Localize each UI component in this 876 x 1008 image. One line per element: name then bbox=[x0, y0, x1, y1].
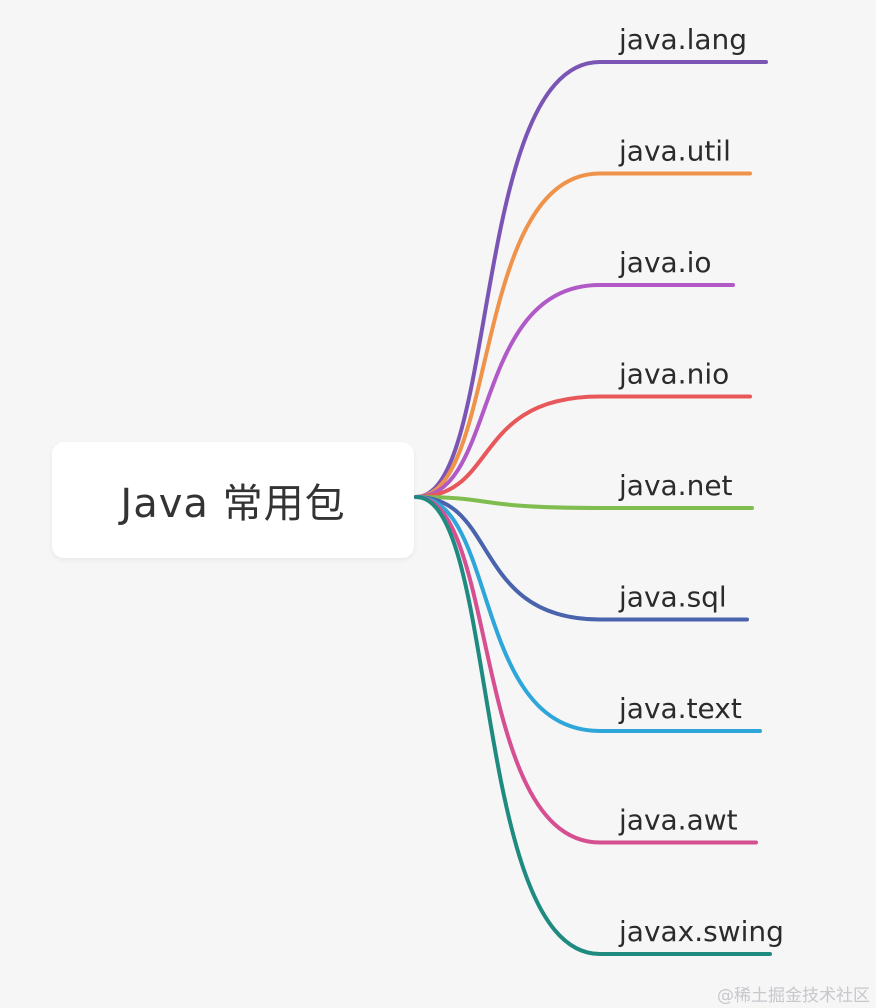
branch-label-8[interactable]: javax.swing bbox=[618, 915, 784, 948]
branch-line-8 bbox=[414, 495, 772, 956]
branch-label-5[interactable]: java.sql bbox=[618, 581, 727, 614]
branch-label-7[interactable]: java.awt bbox=[618, 804, 738, 837]
branch-line-7 bbox=[414, 495, 758, 845]
branch-line-0 bbox=[414, 60, 768, 499]
branch-labels: java.lang java.util java.io java.nio java.ne… bbox=[618, 23, 784, 948]
branch-label-4[interactable]: java.net bbox=[618, 469, 733, 502]
branch-label-2[interactable]: java.io bbox=[618, 246, 711, 279]
root-node[interactable]: Java 常用包 bbox=[52, 442, 414, 558]
branch-line-1 bbox=[414, 171, 752, 499]
branch-label-0[interactable]: java.lang bbox=[618, 23, 747, 56]
branch-label-6[interactable]: java.text bbox=[618, 692, 742, 725]
branch-line-2 bbox=[414, 283, 735, 499]
branch-line-5 bbox=[414, 495, 749, 622]
branch-label-3[interactable]: java.nio bbox=[618, 358, 729, 391]
root-node-label: Java 常用包 bbox=[120, 481, 346, 527]
watermark: @稀土掘金技术社区 bbox=[717, 986, 870, 1006]
branch-label-1[interactable]: java.util bbox=[618, 135, 731, 168]
branch-line-6 bbox=[414, 495, 762, 733]
branch-lines bbox=[414, 60, 772, 956]
branch-line-4 bbox=[414, 495, 754, 510]
branch-line-3 bbox=[414, 394, 752, 499]
